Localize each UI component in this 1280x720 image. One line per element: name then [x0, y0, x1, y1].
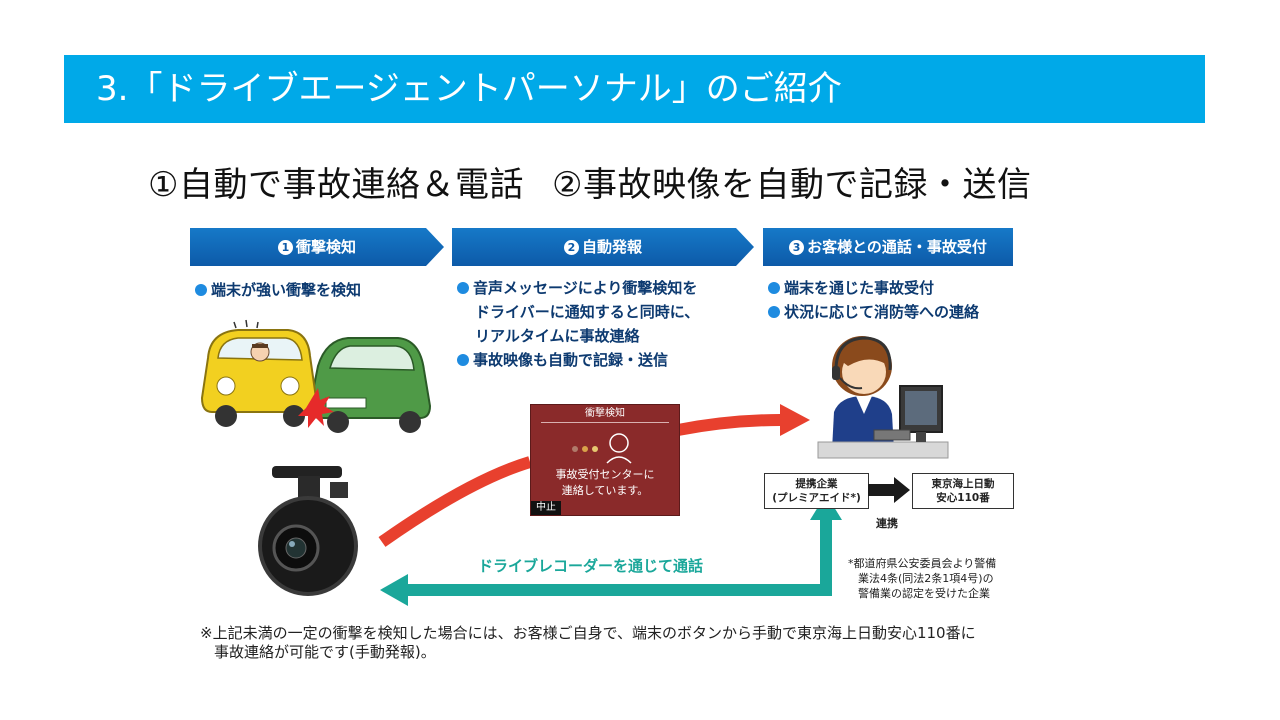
bullet-item: 端末が強い衝撃を検知: [195, 278, 361, 302]
screen-message: 事故受付センターに 連絡しています。: [555, 468, 655, 497]
footnote: ※上記未満の一定の衝撃を検知した場合には、お客様ご自身で、端末のボタンから手動で…: [200, 624, 976, 661]
black-arrow-icon: [868, 477, 910, 503]
yellow-car-icon: [200, 319, 318, 427]
step-label-1: 衝撃検知: [295, 238, 356, 256]
crash-illustration: [200, 319, 432, 433]
impact-star-icon: [298, 388, 334, 428]
bullet-item: 状況に応じて消防等への連絡: [768, 300, 979, 324]
tokio-marine-box: 東京海上日動 安心110番: [912, 473, 1014, 509]
subtitle: ①自動で事故連絡＆電話 ②事故映像を自動で記録・送信: [148, 163, 1031, 207]
bullet-item: 音声メッセージにより衝撃検知を: [457, 276, 699, 300]
screen-divider: [541, 422, 669, 423]
step-number-1: 1: [278, 240, 293, 255]
step2-bullets: 音声メッセージにより衝撃検知を ドライバーに通知すると同時に、 リアルタイムに事…: [457, 276, 699, 372]
step1-bullets: 端末が強い衝撃を検知: [195, 278, 361, 302]
bullet-dot-icon: [457, 354, 469, 366]
dashcam-screen: 衝撃検知 事故受付センターに 連絡しています。 中止: [530, 404, 680, 516]
page-title: 3.「ドライブエージェントパーソナル」のご紹介: [96, 69, 842, 109]
step-number-3: 3: [789, 240, 805, 255]
red-arrow-head-icon: [780, 404, 810, 436]
bullet-continuation: リアルタイムに事故連絡: [475, 327, 640, 345]
screen-title: 衝撃検知: [585, 408, 625, 419]
step-label-3: お客様との通話・事故受付: [807, 238, 987, 256]
teal-call-arrow: [408, 516, 832, 596]
red-flow-arrow: [378, 456, 532, 547]
operator-headset-icon: [834, 336, 892, 371]
bullet-dot-icon: [195, 284, 207, 296]
alert-icon: [572, 433, 632, 464]
step3-bullets: 端末を通じた事故受付 状況に応じて消防等への連絡: [768, 276, 979, 324]
screen-cancel-button[interactable]: 中止: [531, 501, 561, 515]
step-label-2: 自動発報: [581, 238, 642, 256]
bullet-item: 事故映像も自動で記録・送信: [457, 348, 699, 372]
teal-arrow-head-left-icon: [380, 574, 408, 606]
bullet-dot-icon: [457, 282, 469, 294]
title-banner: [64, 55, 1205, 123]
partner-note: *都道府県公安委員会より警備 業法4条(同法2条1項4号)の 警備業の認定を受け…: [848, 557, 997, 600]
bullet-dot-icon: [768, 306, 780, 318]
call-label: ドライブレコーダーを通じて通話: [478, 557, 704, 575]
subtitle-part-1: ①自動で事故連絡＆電話: [148, 165, 524, 205]
link-label: 連携: [876, 517, 898, 530]
dashcam-illustration: [258, 466, 358, 596]
green-car-icon: [308, 337, 432, 433]
bullet-item: 端末を通じた事故受付: [768, 276, 979, 300]
partner-company-box: 提携企業 (プレミアエイド*): [764, 473, 869, 509]
step-number-2: 2: [564, 240, 579, 255]
bullet-continuation: ドライバーに通知すると同時に、: [475, 303, 700, 321]
bullet-dot-icon: [768, 282, 780, 294]
operator-illustration: [817, 336, 949, 459]
subtitle-part-2: ②事故映像を自動で記録・送信: [551, 165, 1032, 205]
